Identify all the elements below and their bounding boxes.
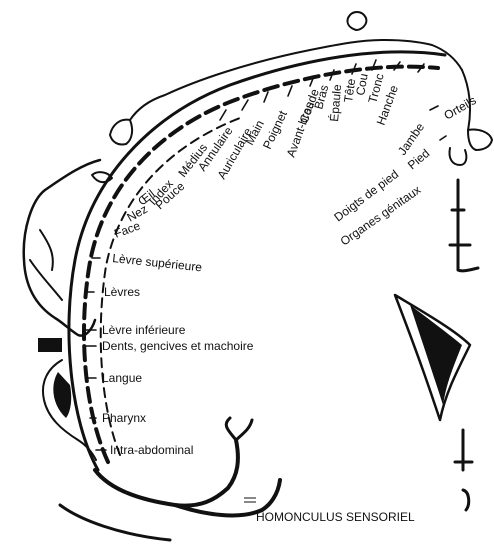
label-levre-inferieure: Lèvre inférieure [102, 323, 186, 337]
sulcus-fork [226, 418, 252, 440]
sulcus-base [60, 505, 170, 540]
section-right-low [455, 430, 472, 510]
label-orteils: Orteils [442, 93, 479, 122]
face-profile [24, 160, 100, 336]
tongue-fill [53, 372, 71, 418]
label-levres: Lèvres [104, 285, 140, 299]
label-dents: Dents, gencives et machoire [102, 339, 254, 353]
label-poignet: Poignet [260, 108, 290, 151]
caption: HOMONCULUS SENSORIEL [256, 510, 415, 524]
label-face: Face [112, 218, 142, 240]
label-levre-superieure: Lèvre supérieure [112, 251, 203, 274]
section-right-top [450, 180, 478, 271]
face-lips [30, 230, 62, 300]
label-langue: Langue [102, 371, 142, 385]
signature-mark [244, 498, 256, 502]
label-avant-bras: Avant-bras [284, 100, 317, 159]
body-hand [110, 120, 132, 145]
body-head [347, 12, 366, 30]
label-pharynx: Pharynx [102, 411, 146, 425]
label-intra-abdominal: Intra-abdominal [110, 443, 193, 457]
body-toes [449, 148, 466, 165]
jaw-block [38, 338, 62, 352]
